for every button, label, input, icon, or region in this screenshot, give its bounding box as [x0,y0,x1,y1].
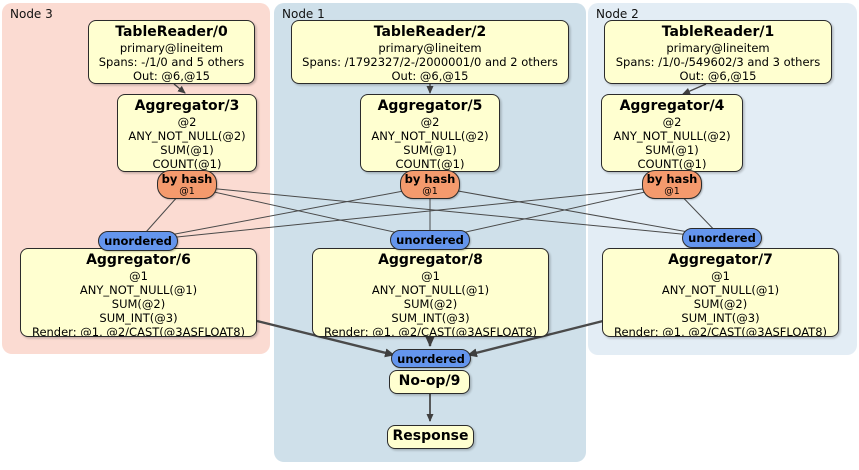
unordered-sync-final: unordered [391,349,471,368]
aggregator-7-box: Aggregator/7 @1 ANY_NOT_NULL(@1) SUM(@2)… [602,248,839,337]
box-line: SUM(@1) [645,143,699,157]
box-title: Aggregator/8 [378,252,483,268]
box-line: @2 [662,115,682,129]
by-hash-router-middle: by hash @1 [400,170,460,199]
aggregator-4-box: Aggregator/4 @2 ANY_NOT_NULL(@2) SUM(@1)… [601,94,743,172]
response-box: Response [387,425,474,449]
unordered-sync-middle: unordered [390,230,470,250]
box-line: COUNT(@1) [152,157,222,171]
box-line: SUM(@2) [111,297,166,311]
box-title: Aggregator/6 [86,252,191,268]
router-label: by hash [404,172,456,186]
box-line: ANY_NOT_NULL(@2) [371,129,489,143]
box-title: TableReader/1 [661,24,775,40]
box-title: Aggregator/4 [619,98,725,114]
box-line: SUM(@1) [403,143,457,157]
box-title: Response [392,428,469,444]
box-line: ANY_NOT_NULL(@1) [371,283,490,297]
unordered-sync-left: unordered [98,231,178,251]
by-hash-router-left: by hash @1 [157,170,217,199]
aggregator-6-box: Aggregator/6 @1 ANY_NOT_NULL(@1) SUM(@2)… [20,248,257,337]
box-line: Render: @1, @2/CAST(@3ASFLOAT8) [31,325,246,337]
edge-hashR-unoL [137,185,673,242]
router-key: @1 [179,186,195,197]
edge-hashL-unoM [186,185,431,241]
box-line: ANY_NOT_NULL(@2) [613,129,731,143]
box-line: SUM_INT(@3) [99,311,178,325]
router-key: @1 [664,186,680,197]
edge-hashR-unoM [429,185,673,241]
router-label: by hash [646,172,698,186]
router-key: @1 [422,186,438,197]
edge-agg7-final [467,319,604,358]
edge-tr1-agg4 [682,83,707,95]
edge-agg6-final [256,319,395,358]
box-line: @1 [421,269,440,283]
box-line: Out: @6,@15 [133,69,210,83]
noop-box: No-op/9 [389,370,470,394]
edge-tr0-agg3 [173,83,186,94]
panel-label: Node 3 [10,7,53,21]
box-line: primary@lineitem [378,41,482,55]
box-line: COUNT(@1) [395,157,465,171]
box-line: Render: @1, @2/CAST(@3ASFLOAT8) [613,325,828,337]
box-title: Aggregator/3 [134,98,240,114]
box-title: Aggregator/5 [377,98,483,114]
box-title: TableReader/2 [373,24,487,40]
panel-label: Node 2 [596,7,639,21]
box-line: SUM(@2) [693,297,748,311]
box-line: @1 [129,269,148,283]
box-line: Spans: /1/0-/549602/3 and 3 others [615,55,821,69]
panel-label: Node 1 [282,7,325,21]
sync-label: unordered [397,352,465,366]
box-line: Render: @1, @2/CAST(@3ASFLOAT8) [323,325,538,337]
box-line: Out: @6,@15 [679,69,757,83]
tablereader-1-box: TableReader/1 primary@lineitem Spans: /1… [604,20,832,84]
box-line: ANY_NOT_NULL(@2) [128,129,246,143]
box-line: @1 [711,269,730,283]
box-line: SUM_INT(@3) [681,311,760,325]
box-title: No-op/9 [398,373,461,389]
box-line: primary@lineitem [666,41,770,55]
by-hash-router-right: by hash @1 [642,170,702,199]
tablereader-0-box: TableReader/0 primary@lineitem Spans: -/… [88,20,255,84]
box-line: SUM(@1) [160,143,214,157]
tablereader-2-box: TableReader/2 primary@lineitem Spans: /1… [291,20,569,84]
box-line: COUNT(@1) [637,157,707,171]
sync-label: unordered [396,233,464,247]
box-line: ANY_NOT_NULL(@1) [661,283,780,297]
router-label: by hash [161,172,213,186]
aggregator-5-box: Aggregator/5 @2 ANY_NOT_NULL(@2) SUM(@1)… [360,94,500,172]
unordered-sync-right: unordered [682,228,762,248]
sync-label: unordered [688,231,756,245]
edge-hashM-unoR [429,185,723,239]
box-line: @2 [177,115,197,129]
sync-label: unordered [104,234,172,248]
edge-hashL-unoR [186,185,723,239]
box-line: Out: @6,@15 [391,69,469,83]
edge-hashM-unoL [137,185,431,242]
box-title: TableReader/0 [115,24,228,40]
box-line: SUM(@2) [403,297,458,311]
aggregator-8-box: Aggregator/8 @1 ANY_NOT_NULL(@1) SUM(@2)… [312,248,549,337]
box-line: SUM_INT(@3) [391,311,470,325]
box-line: ANY_NOT_NULL(@1) [79,283,198,297]
box-title: Aggregator/7 [668,252,773,268]
aggregator-3-box: Aggregator/3 @2 ANY_NOT_NULL(@2) SUM(@1)… [117,94,257,172]
box-line: primary@lineitem [119,41,224,55]
box-line: @2 [420,115,440,129]
box-line: Spans: /1792327/2-/2000001/0 and 2 other… [302,55,558,69]
box-line: Spans: -/1/0 and 5 others [98,55,245,69]
